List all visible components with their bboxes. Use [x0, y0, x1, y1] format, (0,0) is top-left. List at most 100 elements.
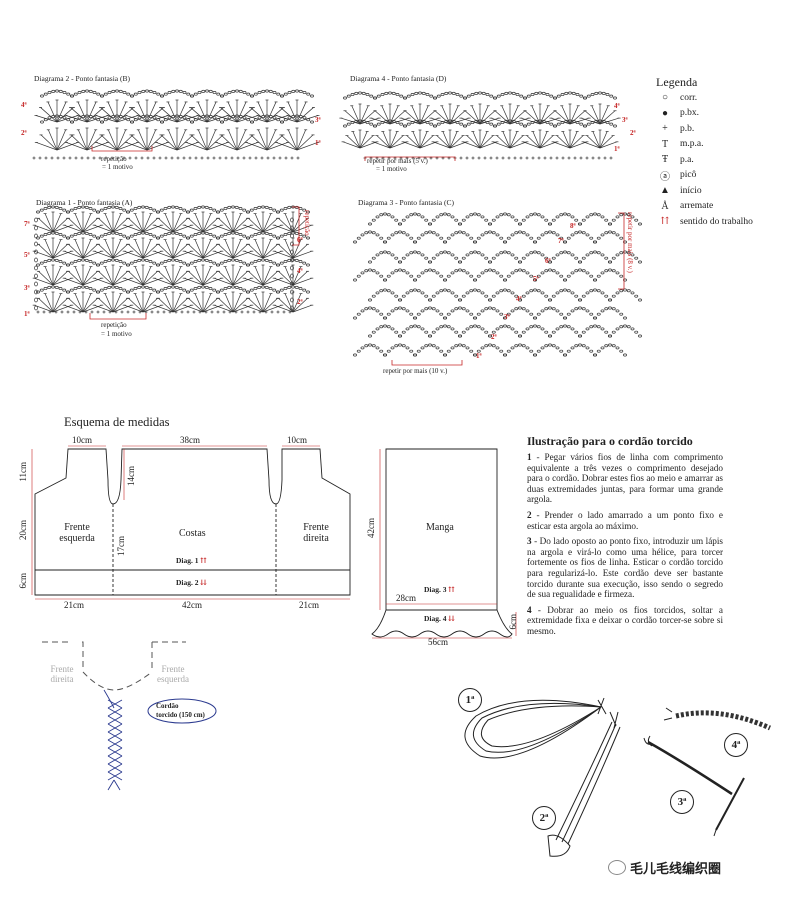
- legend-item-label: corr.: [680, 92, 698, 103]
- step-number: 2: [527, 509, 532, 520]
- diag3-marker: Diag. 3 ⇈: [424, 585, 455, 594]
- step4-twisted-drawing: [663, 707, 772, 731]
- instruction-step: 2 - Prender o lado amarrado a um ponto f…: [527, 510, 723, 531]
- instruction-step: 1 - Pegar vários fios de linha com compr…: [527, 452, 723, 505]
- step-text: - Pegar vários fios de linha com comprim…: [527, 452, 724, 505]
- d3-row-label: 3ª: [504, 313, 510, 321]
- d3-row-label: 8ª: [570, 222, 576, 230]
- measure-sleeve-bottom: 56cm: [428, 637, 448, 647]
- diagram-4-chart: [339, 91, 621, 160]
- double-crochet-icon: Ŧ: [661, 154, 669, 166]
- legend-item: ●p.bx.: [656, 106, 786, 122]
- diagram-2-title: Diagrama 2 - Ponto fantasia (B): [34, 74, 131, 83]
- step2-stretched-drawing: [547, 711, 621, 857]
- d1-row-label: 5ª: [24, 251, 30, 259]
- slip-stitch-icon: ●: [661, 107, 669, 119]
- step-badge: 2ª: [532, 806, 556, 830]
- legend-item-label: picô: [680, 170, 697, 181]
- d1-row-label: 4ª: [297, 267, 303, 275]
- single-crochet-icon: +: [662, 123, 668, 135]
- step-badge: 3ª: [670, 790, 694, 814]
- picot-icon: ⓐ: [660, 171, 670, 183]
- instruction-step: 3 - Do lado oposto ao ponto fixo, introd…: [527, 536, 723, 600]
- measure-bottom-right: 21cm: [299, 600, 319, 610]
- diag2-marker: Diag. 2 ⇊: [176, 578, 207, 587]
- d4-row-label: 4ª: [614, 102, 620, 110]
- d2-row-label: 1ª: [315, 139, 321, 147]
- cord-closure-sketch: [42, 641, 217, 791]
- diagram-4-title: Diagrama 4 - Ponto fantasia (D): [350, 74, 447, 83]
- d1-motif-label: = 1 motivo: [101, 330, 132, 338]
- d2-motif-label: = 1 motivo: [102, 163, 133, 171]
- schema-title: Esquema de medidas: [64, 415, 170, 429]
- legend-item-label: arremate: [680, 201, 714, 212]
- d2-row-label: 4ª: [21, 101, 27, 109]
- legend-title: Legenda: [656, 75, 698, 89]
- step-badge: 4ª: [724, 733, 748, 757]
- d4-row-label: 2ª: [630, 129, 636, 137]
- d1-row-label: 7ª: [24, 220, 30, 228]
- measure-sleeve-top: 28cm: [396, 593, 416, 603]
- d2-repeat-label: repetição: [101, 155, 127, 163]
- sleeve-label: Manga: [426, 522, 454, 533]
- cord-instructions: Ilustração para o cordão torcido 1 - Peg…: [527, 434, 723, 642]
- cord-front-right-label: Frente direita: [50, 664, 74, 684]
- d3-row-label: 6ª: [545, 257, 551, 265]
- step3-pencil-drawing: [643, 735, 745, 837]
- measure-height-mid: 20cm: [18, 520, 28, 540]
- d1-side-repeat-label: repetição: [303, 210, 311, 236]
- d3-row-label: 5ª: [533, 275, 539, 283]
- d3-row-label: 1ª: [476, 352, 482, 360]
- diagram-3-chart: [353, 212, 642, 357]
- measure-shoulder-right: 10cm: [287, 435, 307, 445]
- front-right-label: Frente direita: [303, 522, 329, 544]
- d4-row-label: 3ª: [622, 116, 628, 124]
- step-text: - Prender o lado amarrado a um ponto fix…: [527, 509, 723, 531]
- wechat-icon: [608, 860, 626, 875]
- d1-row-label: 2ª: [297, 298, 303, 306]
- diagram-2-chart: [32, 89, 320, 160]
- legend-item-label: m.p.a.: [680, 139, 704, 150]
- step-number: 3: [527, 536, 532, 547]
- front-left-label: Frente esquerda: [59, 522, 95, 544]
- d2-row-label: 2ª: [21, 129, 27, 137]
- legend-item: ▲ início: [656, 183, 786, 199]
- sleeve-dimension-lines: [372, 449, 517, 639]
- twisted-cord-illustrations: [464, 697, 772, 857]
- half-double-icon: T: [661, 138, 669, 150]
- measure-back-top: 38cm: [180, 435, 200, 445]
- work-direction-icon: ⇈: [660, 216, 670, 228]
- measure-sleeve-height: 42cm: [366, 518, 376, 538]
- diagram-3-title: Diagrama 3 - Ponto fantasia (C): [358, 198, 455, 207]
- measure-bottom-mid: 42cm: [182, 600, 202, 610]
- d3-repeat-label: repetir por mais (10 v.): [383, 367, 448, 375]
- legend-item: +p.b.: [656, 121, 786, 137]
- chain-icon: ○: [661, 92, 669, 104]
- instruction-steps: 1 - Pegar vários fios de linha com compr…: [527, 452, 723, 637]
- d3-row-label: 2ª: [491, 333, 497, 341]
- diagram-1-chart: [32, 205, 314, 314]
- d4-row-label: 1ª: [614, 145, 620, 153]
- legend-item-label: início: [680, 185, 702, 196]
- watermark: 毛儿毛线编织圈: [608, 858, 721, 877]
- diag4-marker: Diag. 4 ⇊: [424, 614, 455, 623]
- body-schematic: [34, 448, 351, 596]
- d1-row-label: 6ª: [297, 236, 303, 244]
- measure-height-inner: 17cm: [116, 536, 126, 556]
- legend-item-label: sentido do trabalho: [680, 216, 753, 227]
- d1-row-label: 3ª: [24, 284, 30, 292]
- step-number: 4: [527, 604, 532, 615]
- d1-repeat-label: repetição: [101, 321, 127, 329]
- measure-shoulder-left: 10cm: [72, 435, 92, 445]
- step-badge: 1ª: [458, 688, 482, 712]
- legend-item: ⇈ sentido do trabalho: [656, 214, 786, 230]
- measure-sleeve-band: 6cm: [508, 614, 518, 630]
- measure-armhole: 14cm: [126, 466, 136, 486]
- start-icon: ▲: [660, 185, 670, 197]
- d3-row-label: 4ª: [516, 295, 522, 303]
- repeat-brackets: [89, 146, 625, 366]
